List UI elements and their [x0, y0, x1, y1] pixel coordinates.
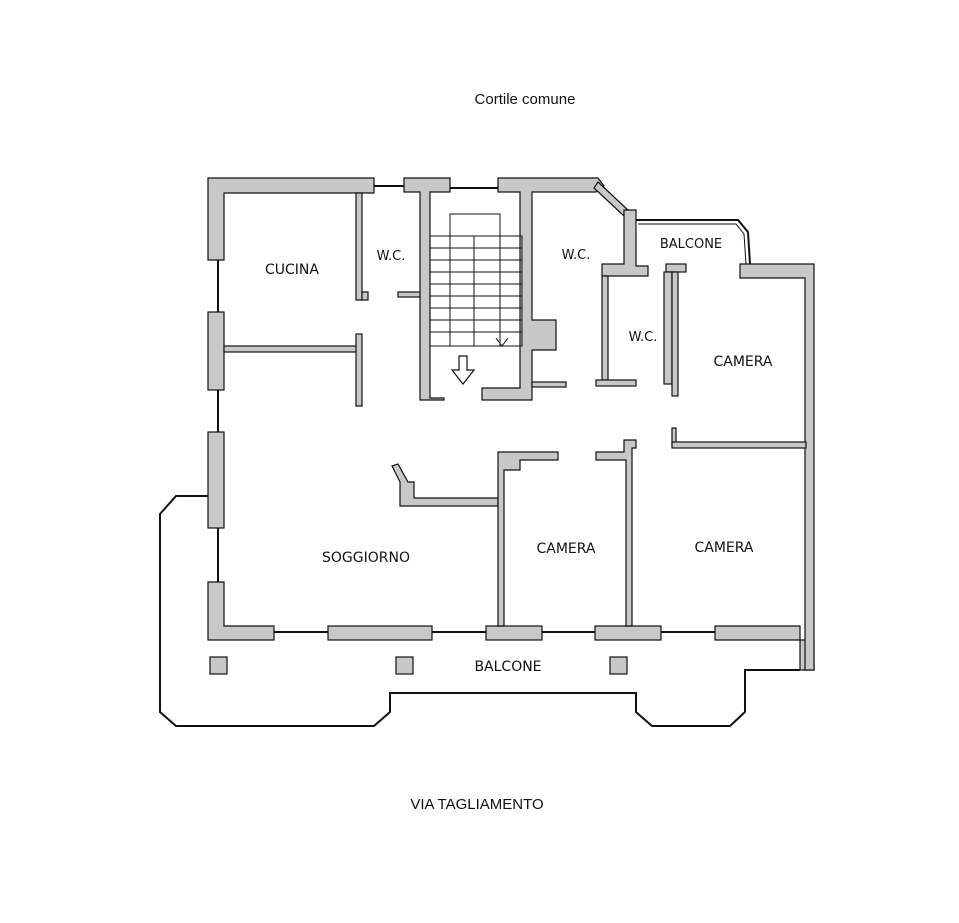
- room-center-label: CAMERA: [536, 541, 595, 557]
- wc-middle-label: W.C.: [562, 248, 591, 263]
- exterior-walls: [207, 177, 815, 671]
- entrance-arrow-icon: [450, 355, 476, 385]
- room-bottom-right-label: CAMERA: [694, 540, 753, 556]
- living-room-label: SOGGIORNO: [322, 550, 410, 566]
- kitchen-label: CUCINA: [265, 262, 319, 278]
- room-top-right-label: CAMERA: [713, 354, 772, 370]
- front-balcony-outline: [159, 495, 800, 727]
- balcony-pillars: [209, 656, 628, 675]
- balcony-top-label: BALCONE: [660, 237, 722, 252]
- wc-left-label: W.C.: [377, 249, 406, 264]
- wc-right-label: W.C.: [629, 330, 658, 345]
- courtyard-label: Cortile comune: [475, 91, 576, 108]
- staircase: [429, 213, 523, 347]
- balcony-bottom-label: BALCONE: [474, 659, 541, 675]
- street-label: VIA TAGLIAMENTO: [410, 796, 543, 813]
- interior-walls: [223, 192, 807, 627]
